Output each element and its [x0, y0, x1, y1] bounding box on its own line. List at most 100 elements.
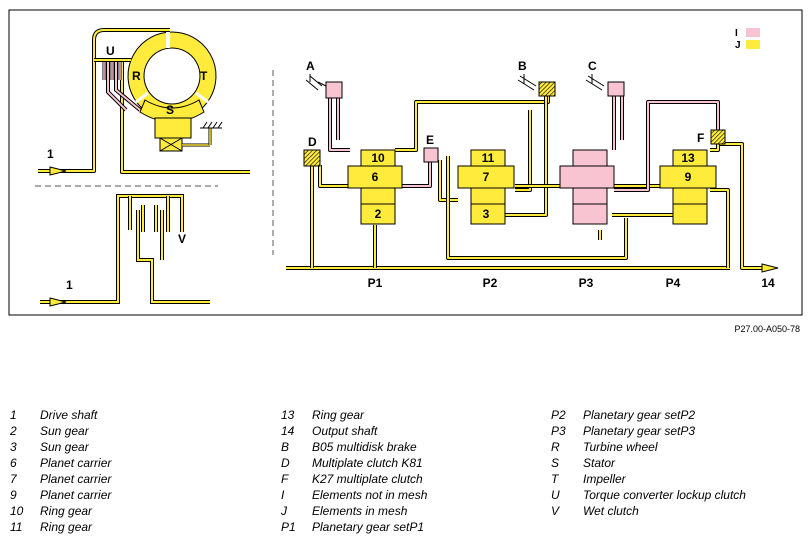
planetary-set-p1: [347, 149, 403, 225]
label-clutch-f: F: [697, 131, 704, 145]
legend-row: 2 Sun gear: [10, 423, 111, 439]
label-ring-gear-10: 10: [371, 151, 385, 165]
legend-text: K27 multiplate clutch: [312, 472, 423, 486]
legend-row: F K27 multiplate clutch: [281, 471, 427, 487]
legend-key: 11: [10, 520, 23, 534]
arrow-icon: [49, 297, 67, 307]
legend-row: V Wet clutch: [551, 503, 746, 519]
label-ring-gear-11: 11: [482, 151, 495, 165]
label-ring-gear-13: 13: [681, 151, 695, 165]
wet-clutch: [40, 194, 210, 304]
legend-key: 2: [10, 424, 17, 438]
label-output-shaft: 14: [761, 276, 775, 290]
legend-row: D Multiplate clutch K81: [281, 455, 427, 471]
legend-key: 14: [281, 424, 295, 438]
sun-gear-3: [470, 203, 506, 225]
legend-key: R: [551, 440, 560, 454]
sun-gear-2: [360, 203, 396, 225]
label-lockup-clutch: U: [106, 44, 115, 58]
legend-text: Planet carrier: [40, 456, 112, 470]
legend-text: Sun gear: [40, 424, 89, 438]
legend-text: Torque converter lockup clutch: [583, 488, 746, 502]
label-planet-carrier-6: 6: [372, 170, 379, 184]
legend-text: Planetary gear setP2: [583, 408, 696, 422]
legend-key: V: [551, 504, 560, 518]
label-set-p2: P2: [483, 276, 498, 290]
label-brake-a: A: [306, 59, 315, 73]
label-key-j: J: [735, 40, 741, 51]
legend-row: B B05 multidisk brake: [281, 439, 427, 455]
label-planet-carrier-9: 9: [685, 170, 692, 184]
legend-text: B05 multidisk brake: [312, 440, 417, 454]
planetary-set-p3: [559, 149, 615, 225]
legend-text: Planetary gear setP1: [312, 520, 425, 534]
stator-segment: [139, 99, 205, 123]
legend-key: B: [281, 440, 290, 454]
legend-text: Planet carrier: [40, 488, 112, 502]
legend-key: D: [281, 456, 290, 470]
legend-row: 13 Ring gear: [281, 407, 427, 423]
planetary-set-p4: [659, 149, 717, 225]
legend-text: Drive shaft: [40, 408, 98, 422]
planet-carrier-7-lower: [470, 187, 506, 205]
legend-text: Turbine wheel: [583, 440, 658, 454]
label-set-p3: P3: [579, 276, 594, 290]
stator-hub: [154, 117, 192, 139]
planetary-set-p2: [457, 149, 515, 225]
legend-column-2: 13 Ring gear 14 Output shaft B B05 multidis…: [281, 407, 427, 535]
brake-a: [305, 74, 343, 99]
legend-key: 13: [281, 408, 295, 422]
label-set-p1: P1: [368, 276, 383, 290]
label-clutch-d: D: [308, 135, 317, 149]
legend-row: 11 Ring gear: [10, 519, 111, 535]
legend-key: 10: [10, 504, 24, 518]
arrow-icon: [49, 166, 67, 176]
label-key-i: I: [735, 28, 738, 39]
transmission-power-flow-diagram: 1 1 U R T S V A B C D E F 10 6 2 11 7 3 …: [8, 9, 803, 316]
brake-b: [517, 74, 556, 97]
label-sun-gear-2: 2: [375, 207, 382, 221]
diagram-frame: [8, 9, 803, 316]
legend-row: R Turbine wheel: [551, 439, 746, 455]
label-drive-shaft-upper: 1: [47, 147, 54, 161]
legend-text: Output shaft: [312, 424, 378, 438]
label-clutch-e: E: [426, 133, 434, 147]
legend-text: Ring gear: [40, 520, 93, 534]
legend-key: 7: [10, 472, 17, 486]
connecting-shafts: [310, 94, 762, 270]
legend-row: 14 Output shaft: [281, 423, 427, 439]
legend-row: 3 Sun gear: [10, 439, 111, 455]
label-set-p4: P4: [666, 276, 681, 290]
label-turbine: R: [132, 69, 141, 83]
legend-text: Multiplate clutch K81: [312, 456, 423, 470]
legend-text: Wet clutch: [583, 504, 639, 518]
legend-key: 3: [10, 440, 17, 454]
legend-row: U Torque converter lockup clutch: [551, 487, 746, 503]
legend-text: Stator: [583, 456, 616, 470]
legend-text: Sun gear: [40, 440, 89, 454]
arrow-icon: [761, 263, 779, 273]
label-brake-c: C: [588, 59, 597, 73]
figure-reference: P27.00-A050-78: [734, 324, 800, 334]
legend-key: 1: [10, 408, 17, 422]
legend-key: U: [551, 488, 560, 502]
legend-text: Ring gear: [40, 504, 93, 518]
key-swatch-j: [746, 40, 760, 49]
brake-c: [585, 74, 625, 97]
label-stator: S: [166, 103, 174, 117]
legend-text: Planetary gear setP3: [583, 424, 696, 438]
legend-key: F: [281, 472, 289, 486]
planet-carrier-9-lower: [672, 187, 708, 205]
label-drive-shaft-lower: 1: [66, 278, 73, 292]
legend-text: Ring gear: [312, 408, 365, 422]
